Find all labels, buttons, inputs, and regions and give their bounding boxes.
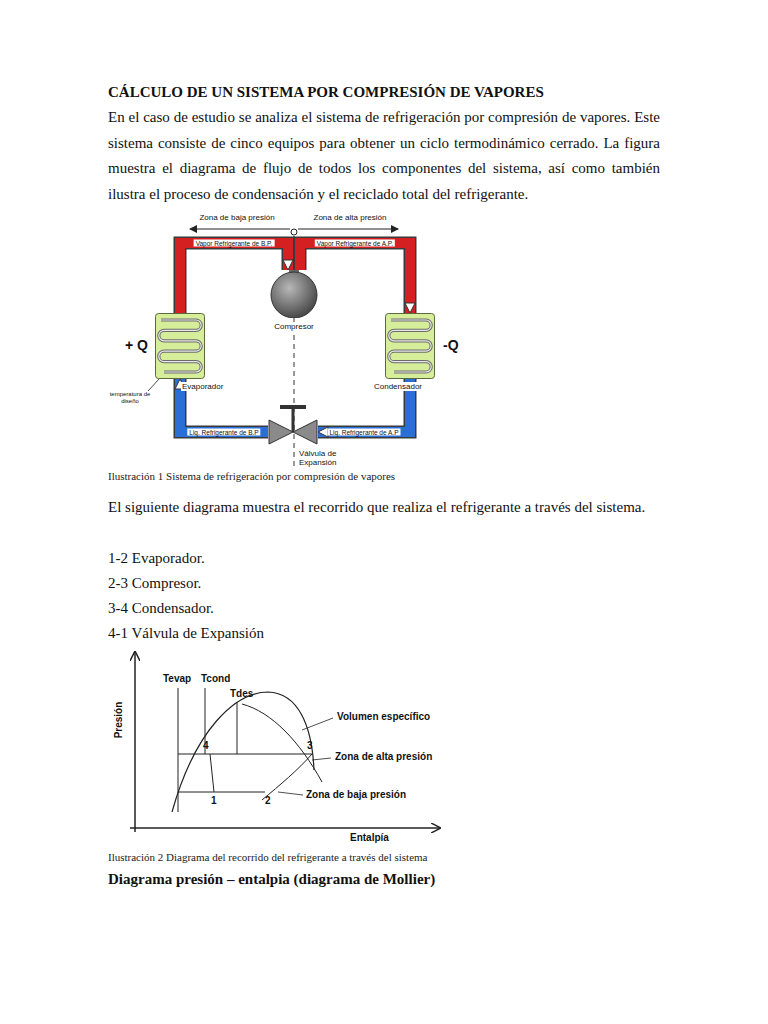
heat-label: -Q xyxy=(443,337,459,353)
point-number: 3 xyxy=(307,740,313,751)
zone-arrow xyxy=(190,229,290,230)
pipe-label: Liq. Refrigerante de B.P xyxy=(187,429,260,436)
isotherm-label: Tcond xyxy=(201,673,230,684)
point-number: 1 xyxy=(211,795,217,806)
saturation-dome xyxy=(172,692,314,812)
isotherm-label: Tdes xyxy=(230,688,253,699)
section-heading: Diagrama presión – entalpia (diagrama de… xyxy=(108,871,435,888)
y-axis xyxy=(134,652,136,832)
pipe-label: Liq. Refrigerante de A.P xyxy=(327,429,400,436)
compressor-body xyxy=(271,272,317,318)
zone-arrow xyxy=(298,229,398,230)
zone-label: Zona de alta presión xyxy=(335,751,432,762)
axis-label: Presión xyxy=(113,702,124,739)
list-item: 2-3 Compresor. xyxy=(108,571,201,597)
cycle-line xyxy=(178,792,265,793)
leader-line xyxy=(148,378,160,391)
cycle-line xyxy=(262,754,312,800)
valve-handle xyxy=(280,405,306,409)
pipe-outline xyxy=(300,243,410,313)
coil-tube xyxy=(389,320,431,372)
valve-body xyxy=(269,420,293,444)
figure-caption: Ilustración 1 Sistema de refrigeración p… xyxy=(108,470,395,482)
refrigerant-pipe xyxy=(300,243,410,313)
point-number: 4 xyxy=(203,740,209,751)
zone-label: Zona de alta presión xyxy=(314,213,387,222)
valve-symbol xyxy=(268,402,318,447)
specific-volume-line xyxy=(242,704,322,782)
coil-tube xyxy=(159,320,201,372)
cycle-line xyxy=(210,754,214,792)
leader-line xyxy=(312,758,331,760)
body-paragraph: El siguiente diagrama muestra el recorri… xyxy=(108,495,660,521)
leader-line xyxy=(302,718,333,730)
component-label: Evaporador xyxy=(181,382,224,391)
component-label: Condensador xyxy=(373,382,423,391)
point-number: 2 xyxy=(265,795,271,806)
heat-label: + Q xyxy=(125,337,148,353)
circle-symbol xyxy=(270,270,318,318)
list-item: 1-2 Evaporador. xyxy=(108,546,205,572)
component-label: Compresor xyxy=(273,322,315,331)
zone-label: Zona de baja presión xyxy=(306,789,406,800)
list-item: 4-1 Válvula de Expansión xyxy=(108,621,264,647)
isotherm-line xyxy=(237,702,238,754)
zone-label: Zona de baja presión xyxy=(199,213,274,222)
evaporator: Evaporador xyxy=(155,313,205,379)
coil-tube xyxy=(159,320,201,372)
design-temp-note: temperatura de diseño xyxy=(108,391,152,405)
cycle-line xyxy=(178,754,312,755)
pipe-label: Vapor Refrigerante de B.P. xyxy=(194,240,275,247)
page-title: CÁLCULO DE UN SISTEMA POR COMPRESIÓN DE … xyxy=(108,84,544,101)
x-axis xyxy=(130,827,440,829)
valve-stem xyxy=(292,407,295,432)
pipe-outline xyxy=(180,379,268,432)
list-item: 3-4 Condensador. xyxy=(108,596,214,622)
pipe-label: Vapor Refrigerante de A.P. xyxy=(315,240,395,247)
component-label: Válvula de Expansión xyxy=(298,449,348,467)
expansion-valve: Válvula de Expansión xyxy=(268,402,318,447)
body-paragraph: En el caso de estudio se analiza el sist… xyxy=(108,105,660,207)
coil-tube xyxy=(389,320,431,372)
coil-housing xyxy=(156,314,205,379)
compressor: Compresor xyxy=(270,270,318,318)
refrigerant-pipe xyxy=(180,379,268,432)
axis-label: Entalpía xyxy=(350,832,389,843)
coil-housing xyxy=(386,314,435,379)
coil-symbol xyxy=(155,313,205,379)
curve-label: Volumen específico xyxy=(337,711,430,722)
coil-symbol xyxy=(385,313,435,379)
isotherm-label: Tevap xyxy=(163,673,191,684)
figure-caption: Ilustración 2 Diagrama del recorrido del… xyxy=(108,851,427,863)
leader-line xyxy=(278,792,303,795)
condenser: Condensador xyxy=(385,313,435,379)
valve-body xyxy=(293,420,317,444)
divider-dot xyxy=(291,229,297,235)
